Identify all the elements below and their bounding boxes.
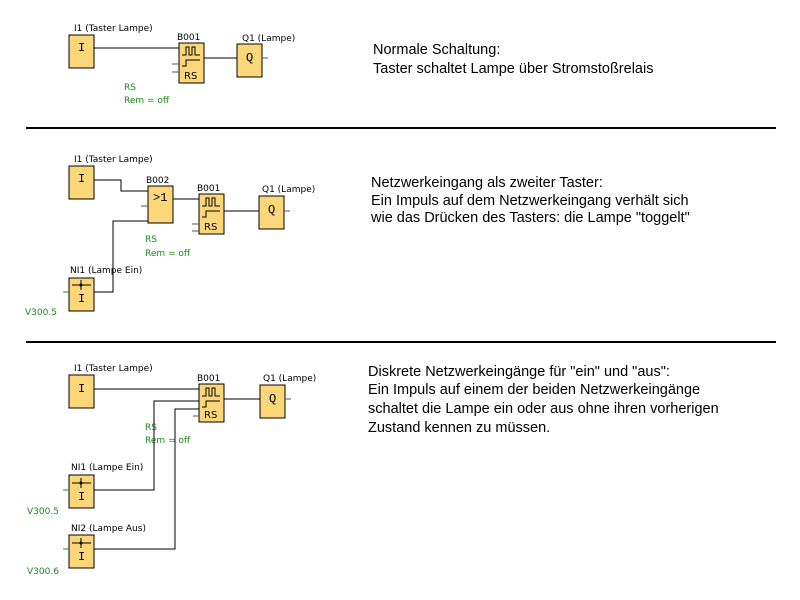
s2-input-symbol: I: [78, 172, 85, 186]
s2-desc-line-2: Ein Impuls auf dem Netzwerkeingang verhä…: [371, 193, 689, 209]
s2-net1-symbol: I: [78, 292, 85, 306]
s3-output-label: Q1 (Lampe): [263, 374, 316, 384]
s3-output-symbol: Q: [269, 392, 276, 406]
s2-or-symbol: >1: [153, 191, 167, 205]
s1-relay-edge-icon: [182, 59, 200, 67]
s3-relay-label: B001: [197, 374, 220, 384]
s2-output-block[interactable]: [258, 195, 285, 230]
s2-output-symbol: Q: [268, 203, 275, 217]
s2-desc-line-3: wie das Drücken des Tasters: die Lampe "…: [370, 210, 690, 226]
s2-relay-pulse-icon: [202, 197, 220, 207]
section-2: I1 (Taster Lampe) I B002 >1 B001 RS Q1 (…: [25, 155, 690, 318]
s2-relay-label: B001: [197, 184, 220, 194]
s1-relay-symbol: RS: [184, 71, 197, 82]
s3-wires: [63, 388, 291, 550]
s1-output-symbol: Q: [246, 51, 253, 65]
s2-net1-block[interactable]: [68, 277, 95, 312]
s1-output-block[interactable]: [236, 43, 263, 78]
section-1: I1 (Taster Lampe) I B001 RS Q1 (Lampe) Q…: [68, 24, 653, 106]
s2-relay-edge-icon: [202, 210, 220, 218]
s2-or-label: B002: [146, 176, 169, 186]
s2-desc-line-1: Netzwerkeingang als zweiter Taster:: [371, 175, 603, 191]
s2-param-rs: RS: [145, 235, 157, 245]
s3-desc-line-1: Diskrete Netzwerkeingänge für "ein" und …: [368, 364, 670, 380]
s1-desc-line-2: Taster schaltet Lampe über Stromstoßrela…: [373, 61, 653, 77]
s2-input-label: I1 (Taster Lampe): [74, 155, 153, 165]
s3-desc-line-3: schaltet die Lampe ein oder aus ohne ihr…: [368, 401, 719, 417]
s1-output-label: Q1 (Lampe): [242, 34, 295, 44]
s3-param-rem: Rem = off: [145, 436, 191, 446]
s3-net1-label: NI1 (Lampe Ein): [71, 463, 143, 473]
s1-param-rem: Rem = off: [124, 96, 170, 106]
s2-wires: [63, 179, 290, 293]
s3-input-symbol: I: [78, 382, 85, 396]
s3-relay-symbol: RS: [204, 410, 217, 421]
s3-net1-symbol: I: [78, 490, 85, 504]
s3-relay-block[interactable]: [198, 383, 225, 423]
s3-net1-addr: V300.5: [27, 507, 59, 517]
s2-param-rem: Rem = off: [145, 249, 191, 259]
s3-desc-line-4: Zustand kennen zu müssen.: [368, 420, 550, 436]
s3-output-block[interactable]: [259, 384, 286, 419]
s3-desc-line-2: Ein Impuls auf einem der beiden Netzwerk…: [368, 382, 700, 398]
section-3: I1 (Taster Lampe) I B001 RS Q1 (Lampe) Q…: [27, 364, 719, 577]
s2-net1-label: NI1 (Lampe Ein): [70, 266, 142, 276]
s3-input-block[interactable]: [68, 374, 95, 409]
s2-relay-symbol: RS: [204, 222, 217, 233]
s1-relay-pulse-icon: [182, 46, 200, 56]
s3-relay-pulse-icon: [202, 387, 220, 397]
s3-relay-edge-icon: [202, 400, 220, 408]
s1-input-symbol: I: [78, 41, 85, 55]
s2-or-block[interactable]: [147, 185, 174, 224]
s2-net1-addr: V300.5: [25, 308, 57, 318]
s1-desc-line-1: Normale Schaltung:: [373, 42, 500, 58]
s1-param-rs: RS: [124, 83, 136, 93]
s1-wires: [94, 47, 268, 73]
s1-input-block[interactable]: [68, 34, 95, 69]
s3-net2-addr: V300.6: [27, 567, 59, 577]
s1-input-label: I1 (Taster Lampe): [74, 24, 153, 34]
s3-input-label: I1 (Taster Lampe): [74, 364, 153, 374]
s3-net2-label: NI2 (Lampe Aus): [71, 524, 146, 534]
s3-net2-symbol: I: [78, 550, 85, 564]
s1-relay-label: B001: [177, 33, 200, 43]
s2-output-label: Q1 (Lampe): [262, 185, 315, 195]
s2-input-block[interactable]: [68, 165, 95, 200]
s3-param-rs: RS: [145, 423, 157, 433]
